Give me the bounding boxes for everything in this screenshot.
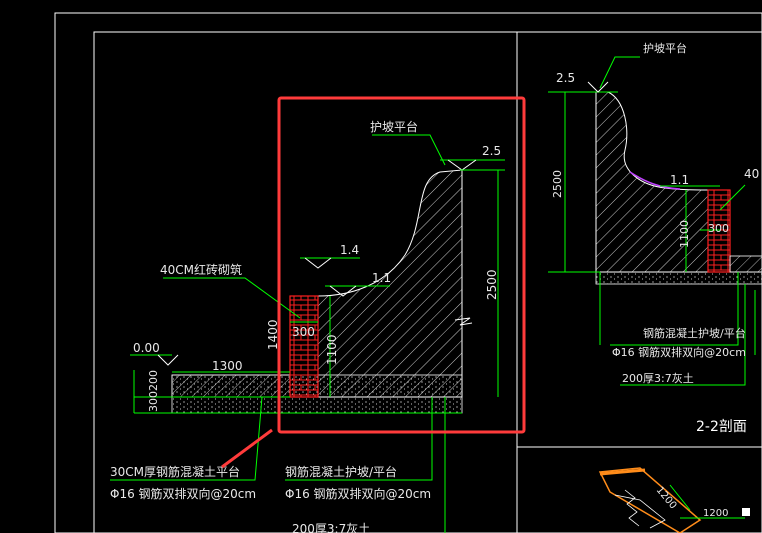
magenta-curve: [629, 171, 681, 190]
left-bottom-label: 200厚3:7灰土: [292, 522, 370, 533]
left-dim-1400: 1400: [266, 319, 280, 350]
slope-rebar: Φ16 钢筋双排双向@20cm: [285, 486, 431, 501]
slab-rebar: Φ16 钢筋双排双向@20cm: [110, 486, 256, 501]
left-slope-wall: [317, 169, 463, 398]
section-title: 2-2剖面: [696, 419, 747, 435]
right-elev-top: 2.5: [556, 71, 575, 85]
right-bottom-label: 200厚3:7灰土: [622, 371, 694, 385]
detail-zigzag: [624, 489, 640, 527]
right-elev-partial: 40: [744, 167, 759, 181]
leader-slope: [285, 397, 433, 481]
right-elev-marker-top: [587, 81, 609, 93]
right-elev-mid: 1.1: [670, 173, 689, 187]
right-section-drawing: [548, 56, 762, 386]
highlight-box[interactable]: [277, 96, 526, 434]
right-dim-300: 300: [708, 222, 729, 235]
left-slab: [171, 374, 291, 398]
sheet-outer-border: [54, 12, 762, 533]
left-brick-label: 40CM红砖砌筑: [160, 262, 242, 277]
left-elev-ground: 0.00: [133, 341, 160, 355]
leader-platform: [372, 134, 446, 166]
left-elev-step: 1.4: [340, 243, 359, 257]
break-mark: [454, 317, 473, 326]
slab-label: 30CM厚钢筋混凝土平台: [110, 464, 240, 479]
right-platform-label: 护坡平台: [643, 41, 687, 55]
left-dim-300: 300: [292, 325, 315, 339]
elev-marker-ground: [157, 354, 179, 366]
right-slope-wall: [595, 91, 709, 273]
right-slab: [729, 255, 762, 273]
right-brick-wall: [707, 189, 731, 273]
elev-marker-step: [304, 257, 332, 269]
slope-label: 钢筋混凝土护坡/平台: [285, 464, 397, 479]
orange-detail-outline: [598, 467, 702, 533]
right-foundation-layer: [595, 271, 762, 285]
left-dim-1300: 1300: [212, 359, 243, 373]
elev-marker-top: [447, 159, 477, 171]
right-leader-slope: [610, 272, 739, 346]
right-leader-bottom: [620, 284, 746, 386]
left-elev-top: 2.5: [482, 144, 501, 158]
left-dim-1100: 1100: [325, 334, 339, 365]
left-section-drawing: [110, 134, 505, 533]
leader-slab: [110, 396, 263, 481]
left-dim-2500: 2500: [485, 269, 499, 300]
left-platform-label: 护坡平台: [370, 119, 418, 134]
right-dim-1100: 1100: [678, 220, 691, 248]
left-dim-base: 300200: [147, 370, 160, 412]
right-slope-label: 钢筋混凝土护坡/平台: [643, 326, 746, 340]
detail-dim-b: 1200: [703, 508, 728, 519]
leader-brick: [163, 277, 301, 319]
elev-marker-mid: [329, 285, 357, 297]
detail-marker: [742, 508, 750, 516]
right-slope-rebar: Φ16 钢筋双排双向@20cm: [612, 345, 746, 359]
orange-label-bar: [599, 468, 646, 476]
right-leader-platform: [599, 56, 640, 89]
left-elev-mid: 1.1: [372, 271, 391, 285]
left-brick-wall: [289, 295, 319, 398]
bottom-right-detail: [598, 467, 750, 533]
highlight-arrow: [221, 428, 273, 469]
right-dim-2500: 2500: [551, 170, 564, 198]
